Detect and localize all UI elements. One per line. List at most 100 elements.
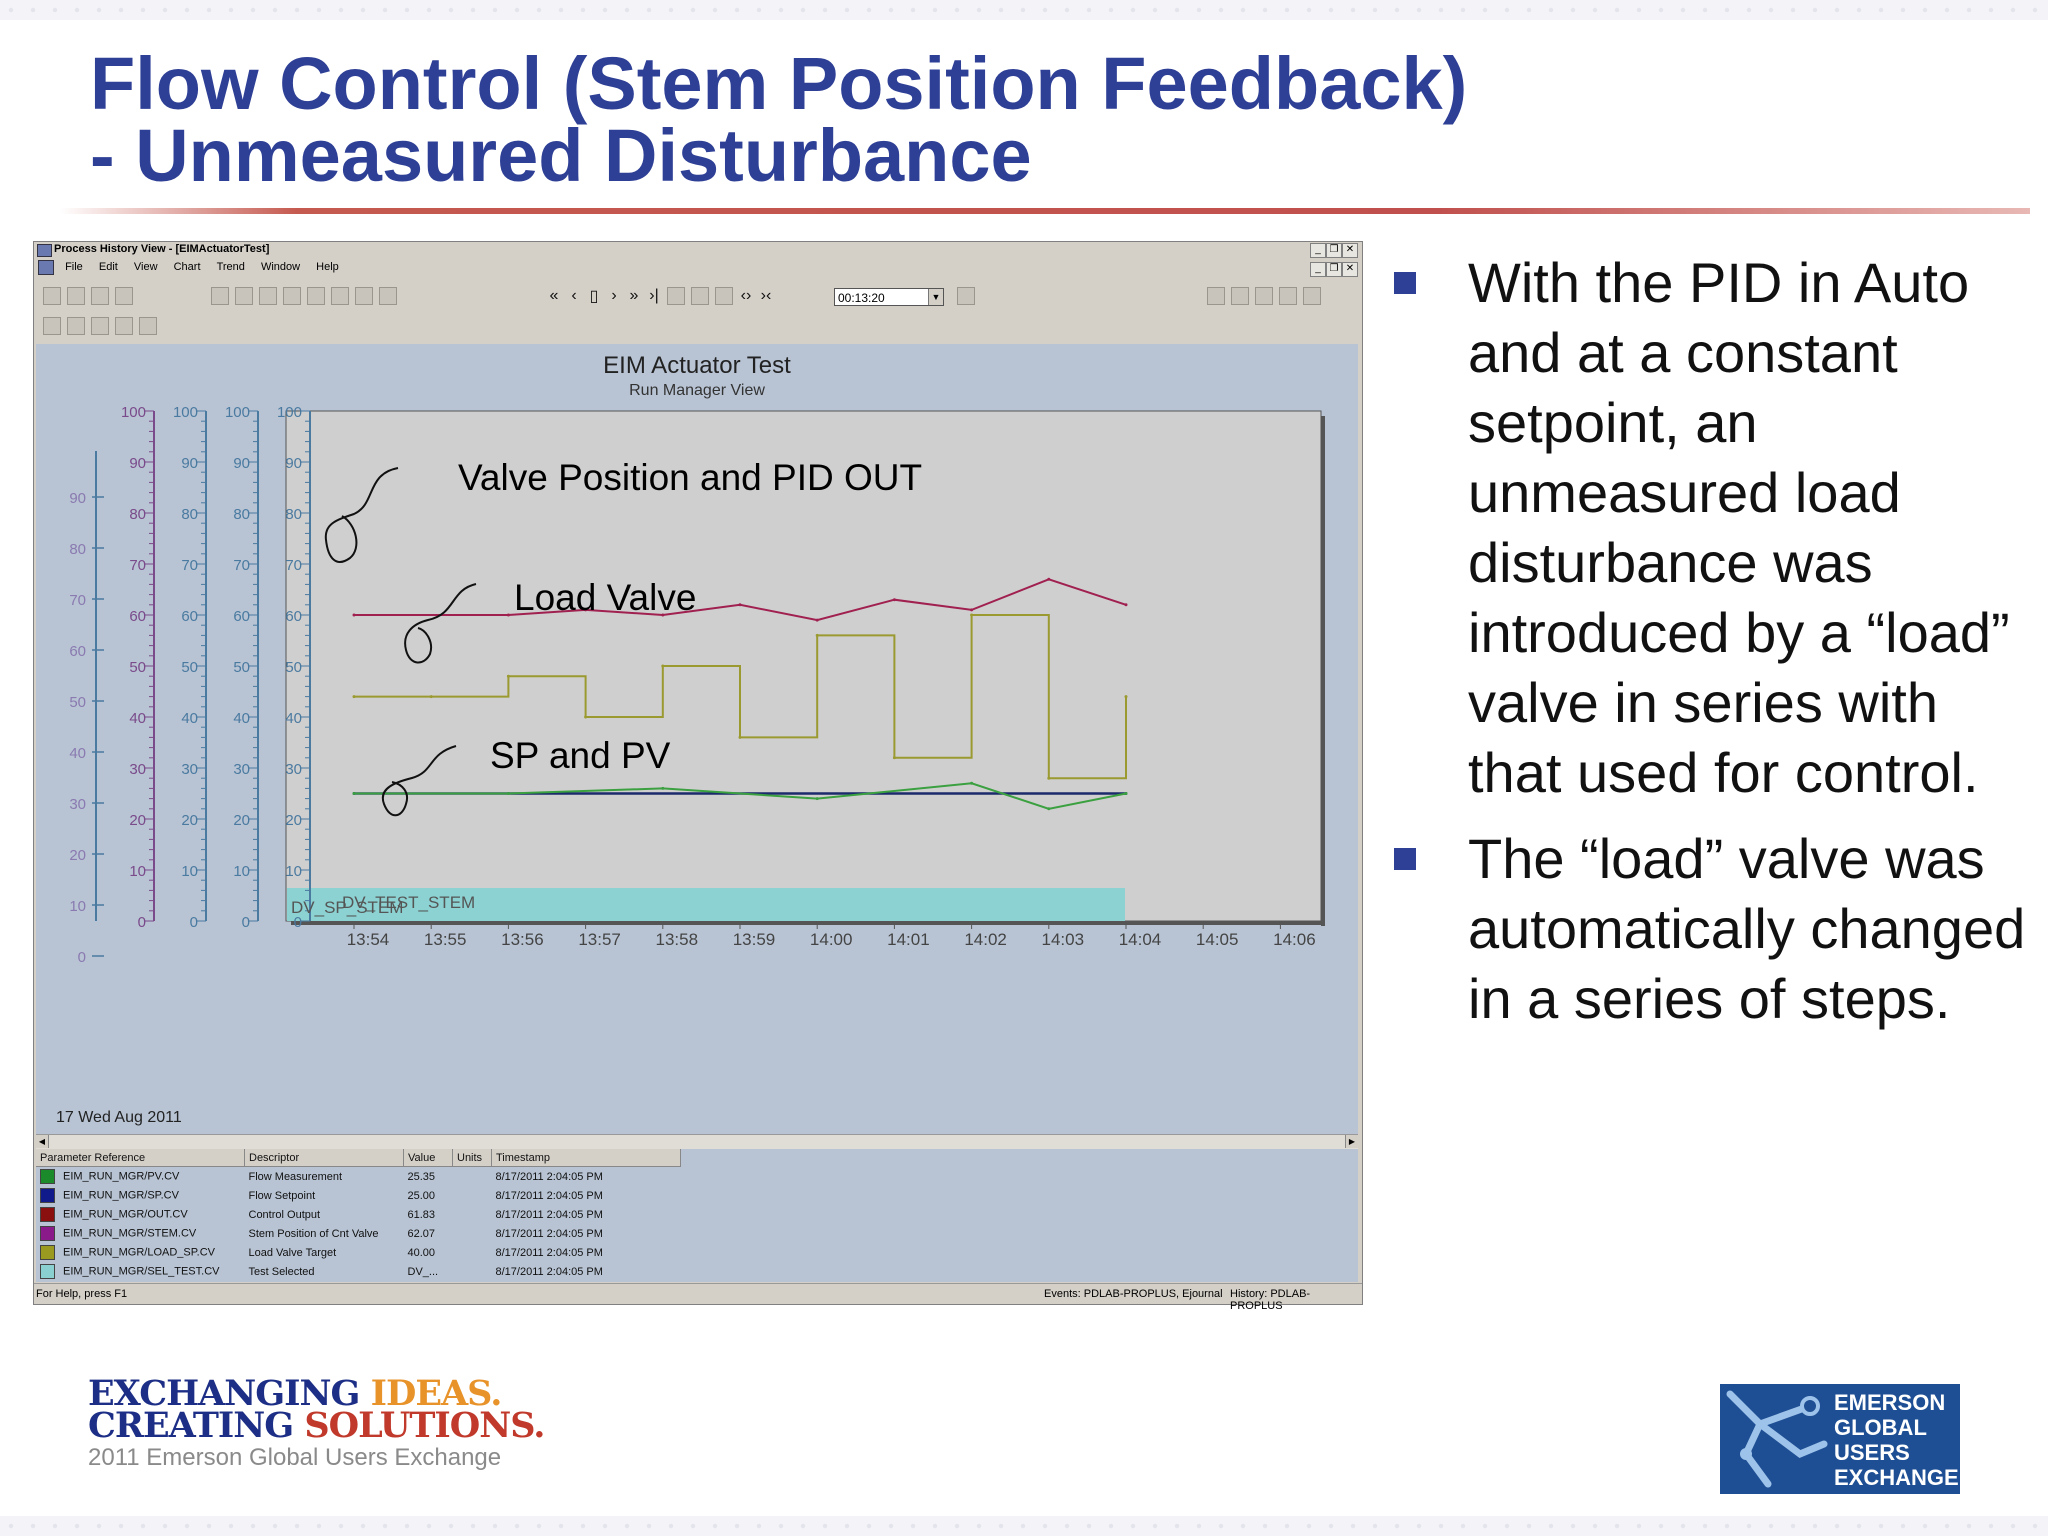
menu-help[interactable]: Help	[316, 261, 339, 274]
open-icon[interactable]	[67, 287, 85, 305]
tool-e-icon[interactable]	[1303, 287, 1321, 305]
col-descriptor[interactable]: Descriptor	[244, 1149, 404, 1167]
settings-icon[interactable]	[307, 287, 325, 305]
scale-tick-label: 50	[233, 659, 250, 676]
left-axis-tick-label: 10	[69, 898, 86, 915]
edit-trend-icon[interactable]	[715, 287, 733, 305]
bottom-decor-band	[0, 1516, 2048, 1536]
col-value[interactable]: Value	[403, 1149, 453, 1167]
horizontal-scrollbar[interactable]: ◀ ▶	[36, 1134, 1358, 1149]
fast-forward-icon[interactable]: »	[629, 287, 639, 304]
valve-position-series-point	[1124, 603, 1128, 607]
child-close-icon[interactable]: ✕	[1342, 262, 1358, 277]
tool-d-icon[interactable]	[1279, 287, 1297, 305]
table-icon[interactable]	[43, 317, 61, 335]
expand-icon[interactable]: ‹›	[740, 287, 752, 304]
flow-pv-series-point	[352, 792, 356, 795]
scroll-right-icon[interactable]: ▶	[1345, 1135, 1358, 1148]
status-bar: For Help, press F1 Events: PDLAB-PROPLUS…	[34, 1283, 1362, 1312]
scale-tick-label: 40	[181, 710, 198, 727]
menu-window[interactable]: Window	[260, 261, 301, 274]
scale-tick-label: 20	[181, 812, 198, 829]
col-parameter-reference[interactable]: Parameter Reference	[36, 1149, 245, 1167]
value-cell-text: DV_...	[407, 1265, 439, 1278]
child-restore-icon[interactable]: ❐	[1326, 262, 1342, 277]
descriptor-cell: Control Output	[245, 1205, 404, 1224]
tool-c-icon[interactable]	[1255, 287, 1273, 305]
descriptor-cell-text: Load Valve Target	[248, 1246, 337, 1259]
save-icon[interactable]	[91, 287, 109, 305]
time-span-select[interactable]: 00:13:20 ▼	[834, 288, 944, 306]
menu-file[interactable]: File	[65, 261, 83, 274]
flow-pv-series-point	[1124, 792, 1128, 795]
close-icon[interactable]: ✕	[1342, 243, 1358, 258]
print-icon[interactable]	[115, 287, 133, 305]
restore-icon[interactable]: ❐	[1326, 243, 1342, 258]
trend-chart[interactable]: 9080706050403020100100908070605040302010…	[36, 344, 1358, 1134]
new-icon[interactable]	[43, 287, 61, 305]
alert-icon[interactable]	[331, 287, 349, 305]
pen-icon[interactable]	[691, 287, 709, 305]
timestamp-cell: 8/17/2011 2:04:05 PM	[492, 1186, 681, 1205]
left-axis-tick-label: 40	[69, 745, 86, 762]
tool-a-icon[interactable]	[1207, 287, 1225, 305]
tag-icon[interactable]	[91, 317, 109, 335]
pause-icon[interactable]: ▯	[589, 288, 599, 305]
rewind-icon[interactable]: «	[549, 287, 559, 304]
col-timestamp[interactable]: Timestamp	[491, 1149, 681, 1167]
right-toolbar	[1204, 284, 1324, 308]
chevron-down-icon[interactable]: ▼	[928, 289, 943, 305]
help-icon[interactable]	[139, 317, 157, 335]
timestamp-cell-text: 8/17/2011 2:04:05 PM	[495, 1170, 603, 1183]
sort-toolbar	[208, 284, 400, 308]
plot-area[interactable]	[285, 410, 1322, 922]
sort-icon[interactable]	[259, 287, 277, 305]
scale-tick-label: 40	[233, 710, 250, 727]
value-cell-text: 62.07	[407, 1227, 436, 1240]
print-preview-icon[interactable]	[355, 287, 373, 305]
load-valve-series-point	[429, 695, 433, 699]
compress-icon[interactable]: ›‹	[760, 287, 772, 304]
load-valve-series	[354, 614, 1127, 780]
child-minimize-icon[interactable]: _	[1310, 262, 1326, 277]
camera-icon[interactable]	[957, 287, 975, 305]
scale-tick-label: 10	[233, 863, 250, 880]
menu-trend[interactable]: Trend	[216, 261, 245, 274]
menu-view[interactable]: View	[133, 261, 158, 274]
status-history-text: History: PDLAB-PROPLUS	[1230, 1288, 1311, 1312]
columns-icon[interactable]	[67, 317, 85, 335]
step-forward-icon[interactable]: ›	[611, 287, 617, 304]
scale-tick-label: 10	[129, 863, 146, 880]
menu-edit[interactable]: Edit	[98, 261, 118, 274]
tool-b-icon[interactable]	[1231, 287, 1249, 305]
sort-asc-icon[interactable]	[211, 287, 229, 305]
descriptor-cell: Stem Position of Cnt Valve	[245, 1224, 404, 1243]
paint-icon[interactable]	[115, 317, 133, 335]
scroll-left-icon[interactable]: ◀	[36, 1135, 49, 1148]
bullet-item: The “load” valve was automatically chang…	[1390, 824, 2030, 1034]
scale-tick-label: 60	[285, 608, 302, 625]
go-to-end-icon[interactable]: ›|	[649, 287, 659, 304]
menu-chart[interactable]: Chart	[173, 261, 201, 274]
valve-position-series-point	[738, 603, 742, 607]
col-units[interactable]: Units	[452, 1149, 492, 1167]
sort-desc-icon[interactable]	[235, 287, 253, 305]
list-icon[interactable]	[379, 287, 397, 305]
window-titlebar[interactable]: Process History View - [EIMActuatorTest]…	[34, 242, 1362, 258]
time-tick-label: 14:00	[810, 930, 853, 949]
zoom-icon[interactable]	[667, 287, 685, 305]
scale-tick-label: 70	[233, 557, 250, 574]
load-valve-series-point	[506, 674, 510, 678]
filter-icon[interactable]	[283, 287, 301, 305]
ref-cell: EIM_RUN_MGR/PV.CV	[36, 1167, 245, 1187]
minimize-icon[interactable]: _	[1310, 243, 1326, 258]
scale-tick-label: 30	[181, 761, 198, 778]
value-cell-text: 25.00	[407, 1189, 436, 1202]
step-back-icon[interactable]: ‹	[571, 287, 577, 304]
